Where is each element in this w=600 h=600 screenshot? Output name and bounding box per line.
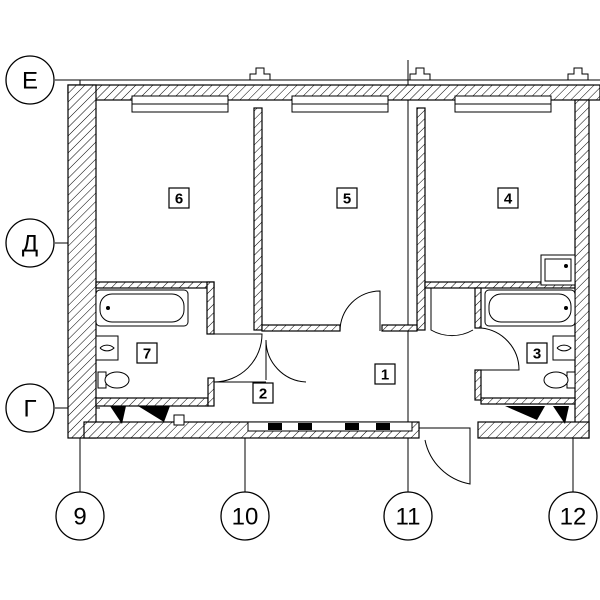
utility-panel (247, 421, 413, 432)
room-number: 6 (175, 191, 183, 208)
wall-stub-2 (409, 67, 431, 80)
axis-label: Г (24, 396, 37, 423)
room-label-box (252, 382, 274, 404)
room-label-3: 3 (526, 342, 548, 364)
sink-3 (552, 335, 576, 361)
bath3-left-wall-lower (474, 369, 482, 401)
axis-bubble-circle (5, 383, 55, 433)
room-label-2: 2 (252, 382, 274, 404)
room-label-1: 1 (374, 363, 396, 385)
room-number: 4 (504, 191, 513, 208)
room5-bottom-left (261, 324, 341, 332)
room-label-box (136, 342, 158, 364)
axis-label: Д (22, 231, 38, 258)
radiator-1 (110, 406, 126, 424)
axis-bubble-d: Д (5, 218, 55, 268)
partition-5-4 (416, 107, 426, 331)
axis-label: 11 (396, 504, 421, 531)
axis-bubble-circle (548, 491, 598, 541)
room-labels: 1 2 3 4 5 6 7 (136, 187, 548, 404)
radiator-2 (138, 406, 170, 422)
axis-bubble-circle (5, 218, 55, 268)
door-room4 (430, 288, 474, 337)
fixtures (95, 254, 576, 432)
room-label-box (374, 363, 396, 385)
axis-bubble-c10: 10 (220, 491, 270, 541)
right-wall (574, 99, 590, 439)
windows (131, 67, 589, 113)
axis-bubble-g: Г (5, 383, 55, 433)
axis-label: Е (22, 68, 38, 95)
room-number: 2 (259, 386, 267, 403)
doors (213, 288, 520, 485)
room-label-4: 4 (497, 187, 519, 209)
wall-stub-3 (567, 67, 589, 80)
room-number: 5 (343, 191, 351, 208)
axis-label: 12 (560, 504, 587, 531)
room-label-6: 6 (168, 187, 190, 209)
sink-7 (95, 335, 119, 361)
door-room5 (339, 290, 381, 332)
room-label-box (336, 187, 358, 209)
radiator-4 (553, 406, 569, 424)
room-number: 7 (143, 346, 151, 363)
bath3-left-wall (474, 287, 482, 329)
door-closet (214, 340, 267, 383)
room-label-box (526, 342, 548, 364)
door-hall (265, 339, 307, 383)
axis-bubble-c12: 12 (548, 491, 598, 541)
bath3-bottom-wall (480, 397, 576, 405)
door-bath3 (480, 327, 520, 371)
room-label-7: 7 (136, 342, 158, 364)
socket-box (173, 414, 185, 426)
axis-bubble-circle (383, 491, 433, 541)
axis-label: 9 (73, 504, 86, 531)
room-label-box (497, 187, 519, 209)
bath7-right-wall (206, 281, 215, 335)
wall-stub-1 (249, 67, 271, 80)
room-number: 1 (381, 367, 389, 384)
closet-left-wall (207, 377, 215, 407)
room-label-5: 5 (336, 187, 358, 209)
room-number: 3 (533, 346, 541, 363)
door-bath7 (213, 333, 263, 383)
axis-bubble-c11: 11 (383, 491, 433, 541)
axis-bubble-circle (55, 491, 105, 541)
partition-6-5 (253, 107, 263, 331)
axis-bubble-c9: 9 (55, 491, 105, 541)
left-wall (67, 84, 97, 439)
axis-bubble-circle (220, 491, 270, 541)
walls (67, 84, 600, 439)
room5-bottom-right (381, 324, 418, 332)
bottom-wall-right (477, 421, 590, 439)
bath7-bottom-wall (95, 397, 209, 407)
axis-bubble-e: Е (5, 55, 55, 105)
room-label-box (168, 187, 190, 209)
axis-bubble-circle (5, 55, 55, 105)
radiator-3 (505, 406, 545, 420)
bath7-top-wall (95, 281, 215, 289)
entrance-door (419, 427, 471, 485)
axis-label: 10 (232, 504, 259, 531)
